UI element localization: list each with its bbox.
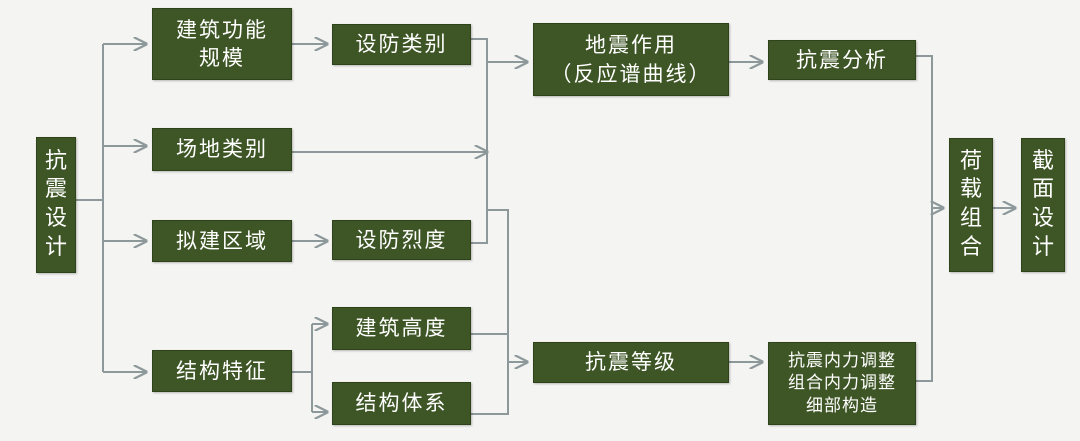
node-section-design: 截 面 设 计 — [1021, 138, 1065, 272]
node-site-class: 场地类别 — [152, 128, 292, 171]
node-proposed-region: 拟建区域 — [152, 220, 292, 262]
node-fortification-intensity: 设防烈度 — [332, 220, 471, 260]
node-earthquake-action: 地震作用 （反应谱曲线） — [533, 23, 729, 96]
node-building-height: 建筑高度 — [332, 307, 471, 350]
node-fortification-category: 设防类别 — [332, 24, 471, 65]
node-load-combination: 荷 载 组 合 — [949, 138, 993, 272]
node-seismic-design: 抗 震 设 计 — [36, 137, 76, 273]
node-structural-feature: 结构特征 — [152, 350, 292, 392]
node-seismic-grade: 抗震等级 — [533, 342, 729, 383]
connector-grade-merge — [471, 209, 509, 415]
connector-analysis-out — [916, 55, 933, 382]
node-building-function: 建筑功能 规模 — [152, 8, 292, 80]
node-force-adjustment: 抗震内力调整 组合内力调整 细部构造 — [768, 342, 916, 425]
node-seismic-analysis: 抗震分析 — [768, 40, 916, 80]
node-structural-system: 结构体系 — [332, 382, 471, 425]
connector-category-out — [471, 38, 488, 244]
